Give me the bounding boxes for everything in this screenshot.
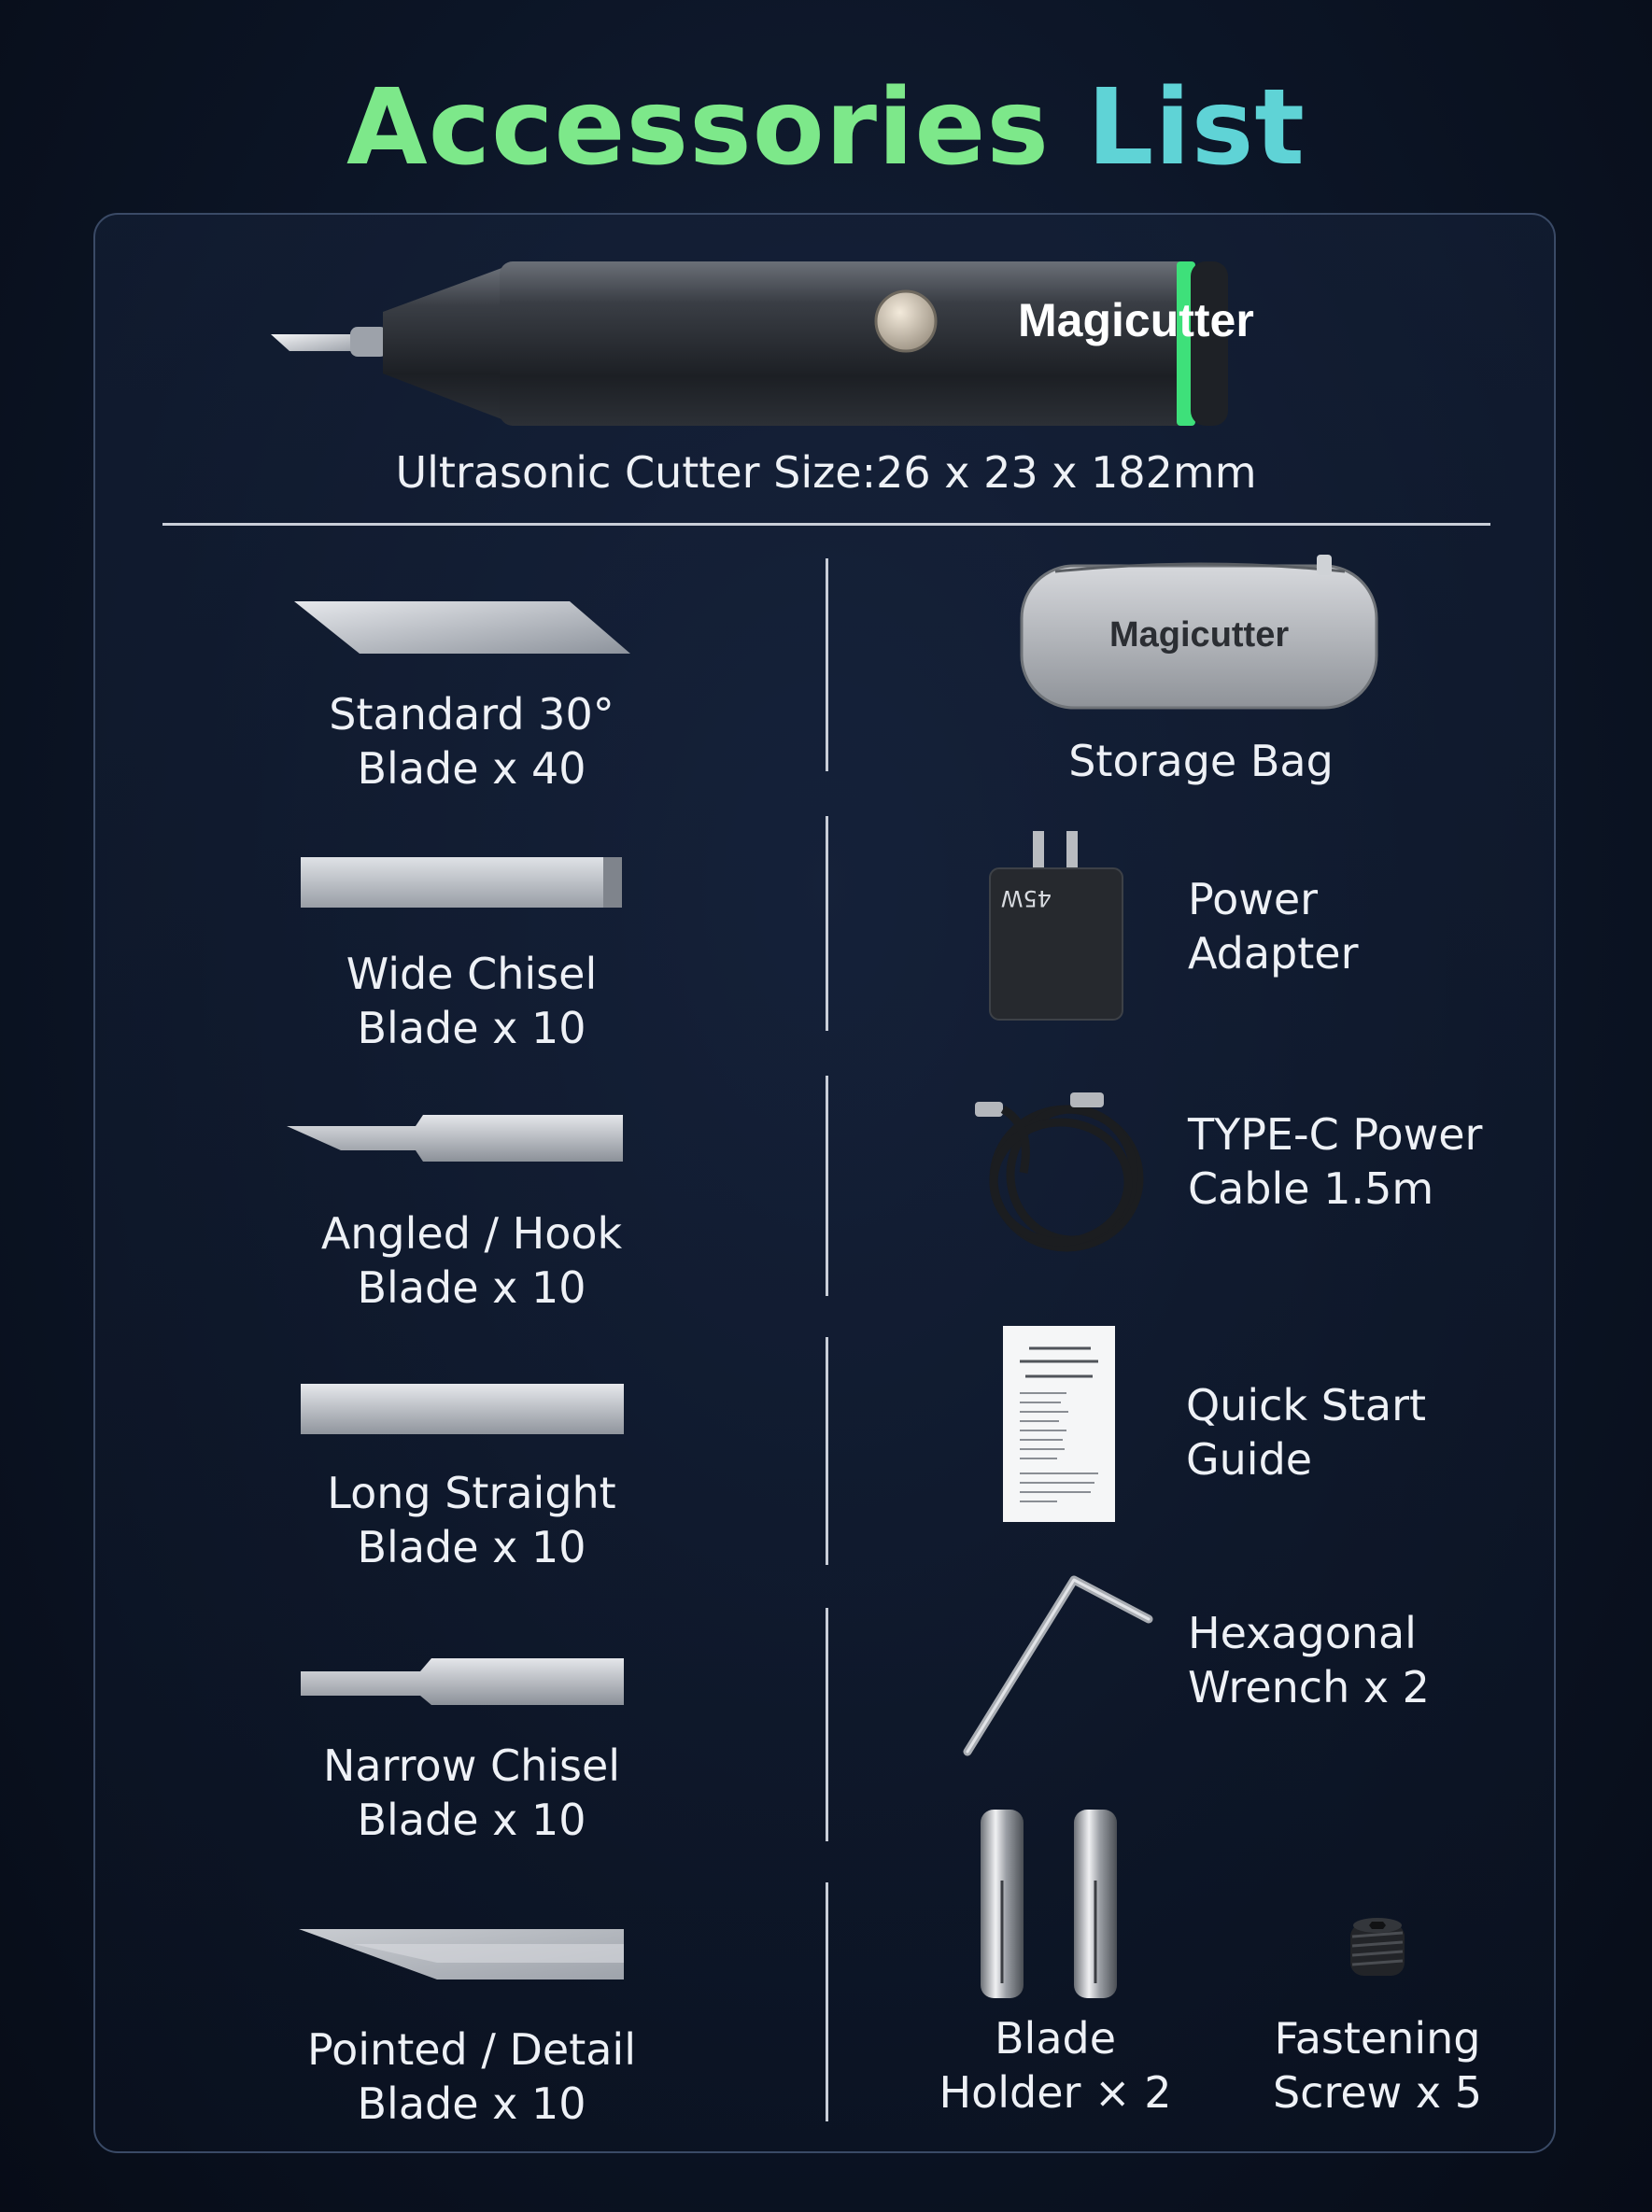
blade-icon bbox=[294, 601, 630, 654]
blade-label-standard: Standard 30°Blade x 40 bbox=[329, 689, 614, 794]
accessories-panel bbox=[93, 213, 1556, 2153]
product-size-caption: Ultrasonic Cutter Size:26 x 23 x 182mm bbox=[395, 447, 1257, 498]
ultrasonic-cutter-icon: Magicutter bbox=[271, 261, 1254, 426]
power-adapter-icon: 45W bbox=[989, 831, 1123, 1021]
column-divider bbox=[826, 1608, 828, 1841]
column-divider bbox=[826, 816, 828, 1031]
blade-icon bbox=[301, 857, 622, 908]
document-icon bbox=[1003, 1326, 1115, 1522]
blade-icon bbox=[301, 1658, 624, 1705]
blade-icon bbox=[301, 1384, 624, 1434]
adapter-wattage: 45W bbox=[1001, 885, 1052, 911]
title-word-2: List bbox=[1086, 67, 1306, 189]
column-divider bbox=[826, 558, 828, 771]
column-divider bbox=[826, 1882, 828, 2121]
page-title: Accessories List bbox=[0, 67, 1652, 189]
section-divider bbox=[162, 523, 1490, 526]
blade-icon bbox=[299, 1929, 624, 1980]
blade-holder-icon bbox=[981, 1810, 1117, 1998]
hex-wrench-icon bbox=[963, 1575, 1153, 1756]
storage-bag-label: Storage Bag bbox=[1068, 736, 1334, 786]
title-word-1: Accessories bbox=[346, 67, 1050, 189]
bag-brand-text: Magicutter bbox=[1109, 615, 1289, 655]
column-divider bbox=[826, 1076, 828, 1296]
column-divider bbox=[826, 1337, 828, 1565]
screw-icon bbox=[1350, 1918, 1405, 1976]
storage-bag-icon: Magicutter bbox=[1020, 555, 1378, 710]
pen-brand-text: Magicutter bbox=[1018, 294, 1254, 346]
blade-icon bbox=[287, 1115, 623, 1162]
usb-c-cable-icon bbox=[975, 1092, 1144, 1252]
